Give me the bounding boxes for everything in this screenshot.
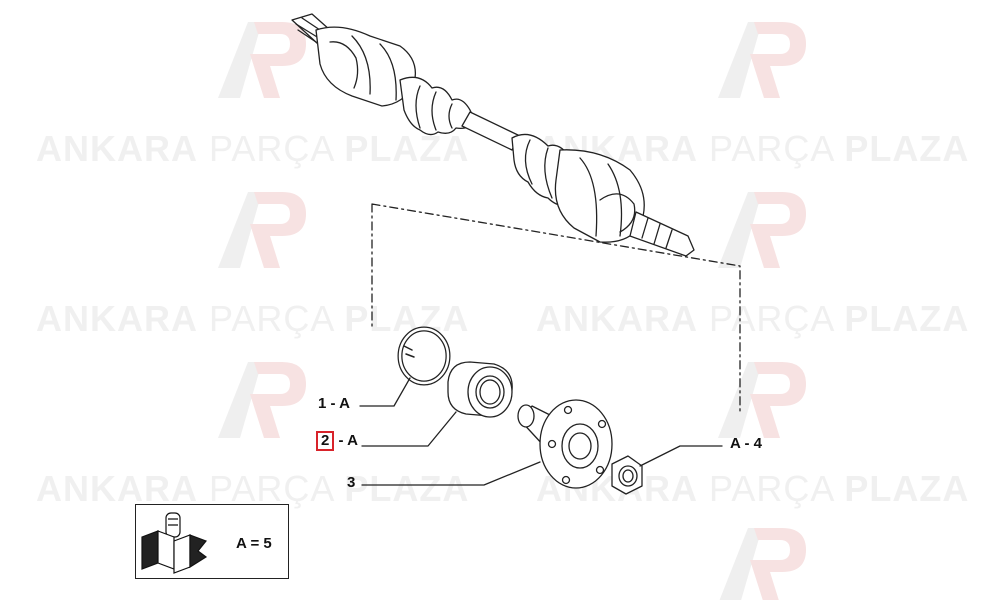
ap-logo-icon	[719, 528, 806, 600]
ap-logo-icon	[718, 192, 806, 268]
wheel-hub	[517, 399, 613, 489]
parts-kit-icon	[141, 512, 208, 574]
assembly-guide-line	[371, 203, 741, 413]
leader-line-1	[359, 377, 411, 407]
watermark-text: ANKARA PARÇA PLAZA	[536, 298, 970, 339]
leader-line-2	[361, 411, 457, 447]
circlip	[397, 326, 451, 386]
ap-logo-icon	[718, 22, 806, 98]
highlighted-part-number[interactable]: 2	[316, 431, 335, 451]
watermark-text: ANKARA PARÇA PLAZA	[36, 128, 470, 169]
drive-shaft	[291, 13, 695, 257]
ap-logo-icon	[218, 22, 306, 98]
callout-part-3: 3	[347, 474, 356, 491]
legend-label: A = 5	[236, 535, 272, 552]
callout-part-2: 2 - A	[316, 431, 358, 451]
wheel-bearing	[447, 361, 513, 418]
watermark-text: ANKARA PARÇA PLAZA	[36, 468, 470, 509]
legend-box: A = 5	[135, 504, 289, 579]
leader-line-3	[361, 461, 541, 486]
ap-logo-icon	[218, 192, 306, 268]
callout-part-4: A - 4	[730, 435, 762, 452]
leader-line-4	[639, 445, 723, 467]
hub-nut	[611, 455, 643, 495]
callout-part-1: 1 - A	[318, 395, 350, 412]
ap-logo-icon	[218, 362, 306, 438]
watermark-text: ANKARA PARÇA PLAZA	[36, 298, 470, 339]
